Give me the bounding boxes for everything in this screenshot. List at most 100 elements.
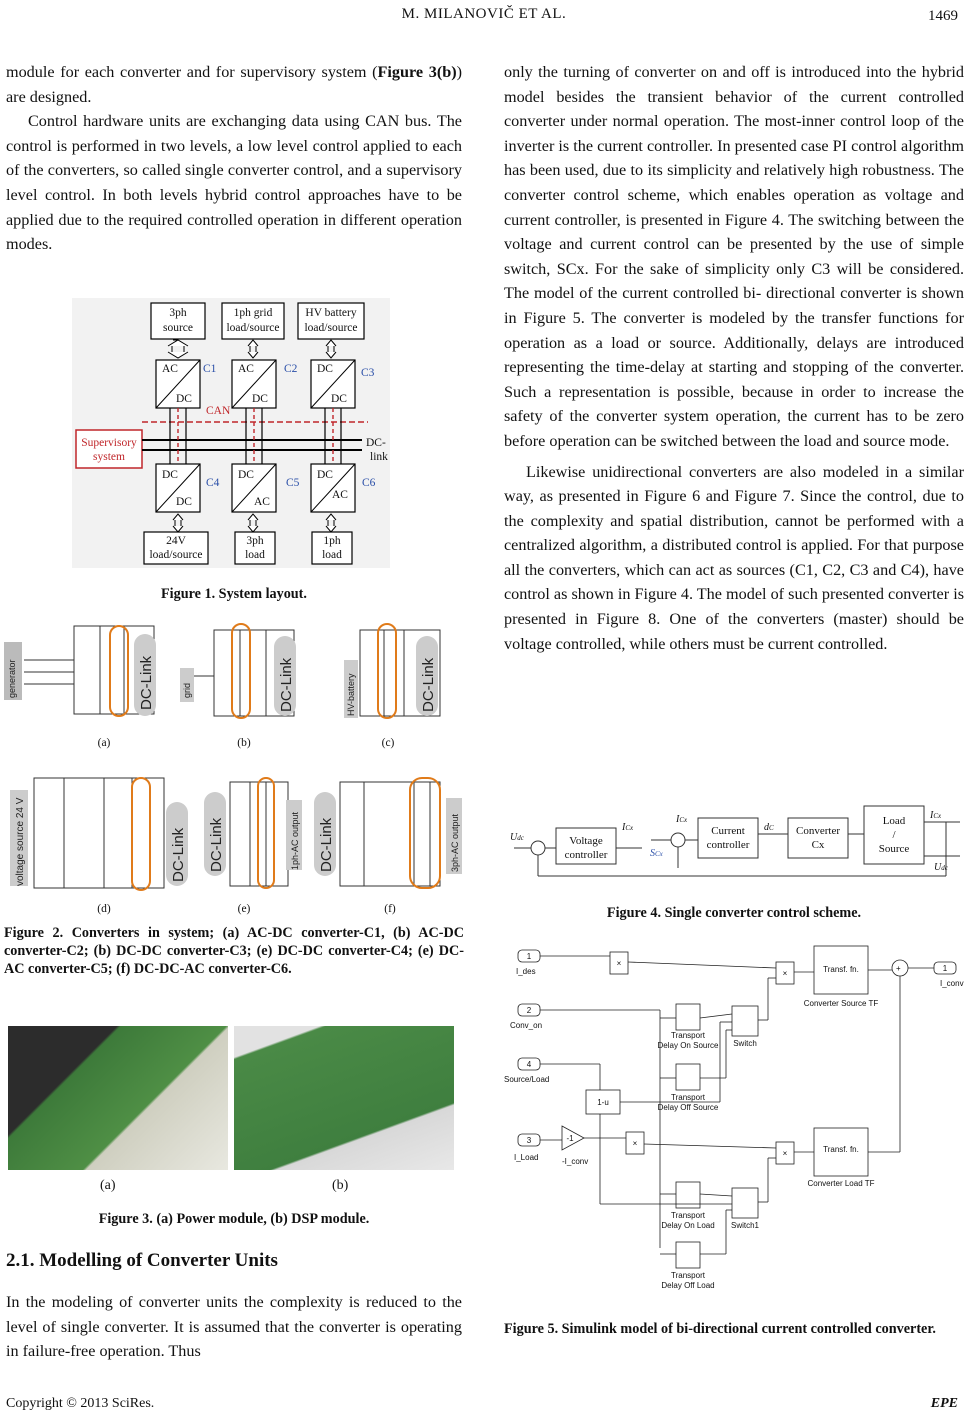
svg-text:-1: -1	[566, 1134, 574, 1143]
svg-text:Source/Load: Source/Load	[504, 1075, 549, 1084]
converter-f: DC-Link 3ph-AC output (f)	[314, 777, 462, 915]
svg-text:×: ×	[633, 1139, 638, 1148]
svg-text:DC-Link: DC-Link	[278, 657, 295, 712]
svg-text:load/source: load/source	[226, 322, 279, 334]
svg-text:24V: 24V	[166, 535, 187, 547]
figure-3-caption: Figure 3. (a) Power module, (b) DSP modu…	[98, 1211, 370, 1227]
svg-text:source: source	[163, 322, 193, 334]
box-1ph-grid	[221, 302, 285, 340]
svg-text:(e): (e)	[238, 903, 251, 915]
svg-text:load/source: load/source	[149, 549, 202, 561]
svg-text:AC: AC	[254, 496, 270, 508]
converter-a: generator DC-Link (a)	[4, 625, 156, 749]
converter-e: DC-Link 1ph-AC output (e)	[204, 777, 302, 915]
figure-5-simulink-model: 1 2 4 3 I_des Conv_on Source/Load I_Load…	[504, 945, 964, 1290]
svg-text:×: ×	[617, 959, 622, 968]
svg-text:C3: C3	[361, 367, 375, 379]
svg-text:Transport: Transport	[671, 1211, 706, 1220]
left-column-top: module for each converter and for superv…	[6, 60, 462, 257]
svg-text:Delay Off Source: Delay Off Source	[658, 1103, 719, 1112]
svg-text:ICx: ICx	[621, 822, 634, 833]
svg-text:Conv_on: Conv_on	[510, 1021, 542, 1030]
svg-text:ICx: ICx	[675, 814, 688, 825]
svg-text:load: load	[245, 549, 265, 561]
svg-text:CAN: CAN	[206, 405, 231, 417]
svg-text:DC: DC	[176, 496, 192, 508]
figure-4-caption: Figure 4. Single converter control schem…	[606, 905, 862, 921]
svg-text:(d): (d)	[97, 903, 111, 915]
svg-text:Converter Load TF: Converter Load TF	[808, 1179, 875, 1188]
svg-text:AC: AC	[238, 363, 254, 375]
svg-text:Current: Current	[711, 825, 745, 837]
svg-text:Switch1: Switch1	[731, 1221, 760, 1230]
fig3-sublabel-b: (b)	[332, 1178, 349, 1193]
converter-c: HV-battery DC-Link (c)	[344, 623, 441, 749]
paragraph: Control hardware units are exchanging da…	[6, 112, 462, 254]
converter-d: voltage source 24 V DC-Link (d)	[10, 777, 188, 915]
svg-text:3ph: 3ph	[246, 535, 264, 547]
svg-text:×: ×	[783, 1149, 788, 1158]
svg-text:controller: controller	[707, 839, 750, 851]
box-3ph-source	[150, 302, 206, 340]
svg-text:Supervisory: Supervisory	[81, 437, 137, 449]
paragraph: module for each converter and for superv…	[6, 63, 463, 106]
svg-text:1-u: 1-u	[597, 1098, 609, 1107]
figure-1-system-layout: 3ph source 1ph grid load/source HV batte…	[72, 298, 390, 568]
svg-text:DC-: DC-	[366, 437, 386, 449]
svg-text:DC: DC	[317, 469, 333, 481]
paragraph: Likewise unidirectional converters are a…	[504, 462, 964, 653]
svg-text:DC-Link: DC-Link	[138, 655, 155, 710]
svg-text:1: 1	[527, 952, 532, 961]
svg-text:Transf. fn.: Transf. fn.	[823, 965, 859, 974]
svg-text:4: 4	[527, 1060, 532, 1069]
figure-4-control-scheme: Voltage controller Current controller Co…	[510, 805, 960, 877]
svg-text:DC-Link: DC-Link	[318, 817, 335, 872]
svg-text:C4: C4	[206, 477, 220, 489]
svg-text:Transport: Transport	[671, 1093, 706, 1102]
supervisory-system-box	[75, 429, 143, 469]
svg-text:DC: DC	[162, 469, 178, 481]
svg-text:Transport: Transport	[671, 1031, 706, 1040]
svg-text:generator: generator	[7, 659, 17, 698]
svg-text:load: load	[322, 549, 342, 561]
svg-text:Source: Source	[879, 843, 910, 855]
svg-text:(c): (c)	[382, 737, 395, 749]
svg-text:Udc: Udc	[510, 832, 525, 843]
dsp-module-photo	[234, 1026, 454, 1170]
svg-text:AC: AC	[162, 363, 178, 375]
svg-text:×: ×	[783, 969, 788, 978]
paragraph: In the modeling of converter units the c…	[6, 1293, 462, 1361]
svg-text:Transf. fn.: Transf. fn.	[823, 1145, 859, 1154]
svg-text:I_conv: I_conv	[940, 979, 964, 988]
svg-text:DC: DC	[331, 393, 347, 405]
figure-5-caption: Figure 5. Simulink model of bi-direction…	[504, 1321, 936, 1337]
svg-text:Voltage: Voltage	[569, 835, 603, 847]
running-header: M. MILANOVIČ ET AL.	[0, 6, 968, 23]
svg-text:Transport: Transport	[671, 1271, 706, 1280]
svg-text:DC: DC	[238, 469, 254, 481]
fig3-sublabel-a: (a)	[100, 1178, 116, 1193]
svg-text:C1: C1	[203, 363, 217, 375]
svg-text:grid: grid	[182, 683, 192, 698]
svg-text:Cx: Cx	[812, 839, 825, 851]
svg-text:Switch: Switch	[733, 1039, 757, 1048]
footer-journal: EPE	[930, 1396, 958, 1411]
svg-text:Converter: Converter	[796, 825, 840, 837]
svg-text:HV-battery: HV-battery	[346, 673, 356, 716]
svg-text:+: +	[896, 964, 901, 973]
svg-text:DC: DC	[317, 363, 333, 375]
svg-text:system: system	[93, 451, 125, 463]
svg-text:C2: C2	[284, 363, 298, 375]
svg-text:Load: Load	[883, 815, 906, 827]
svg-text:dC: dC	[764, 822, 774, 833]
svg-text:DC: DC	[176, 393, 192, 405]
svg-text:C6: C6	[362, 477, 376, 489]
svg-text:link: link	[370, 451, 388, 463]
box-hv-battery	[297, 302, 365, 340]
svg-text:voltage source 24 V: voltage source 24 V	[15, 797, 26, 886]
svg-text:3ph: 3ph	[169, 307, 187, 319]
svg-text:(a): (a)	[98, 737, 111, 749]
power-module-photo	[8, 1026, 228, 1170]
svg-text:I_des: I_des	[516, 967, 536, 976]
svg-text:Delay On Source: Delay On Source	[658, 1041, 719, 1050]
